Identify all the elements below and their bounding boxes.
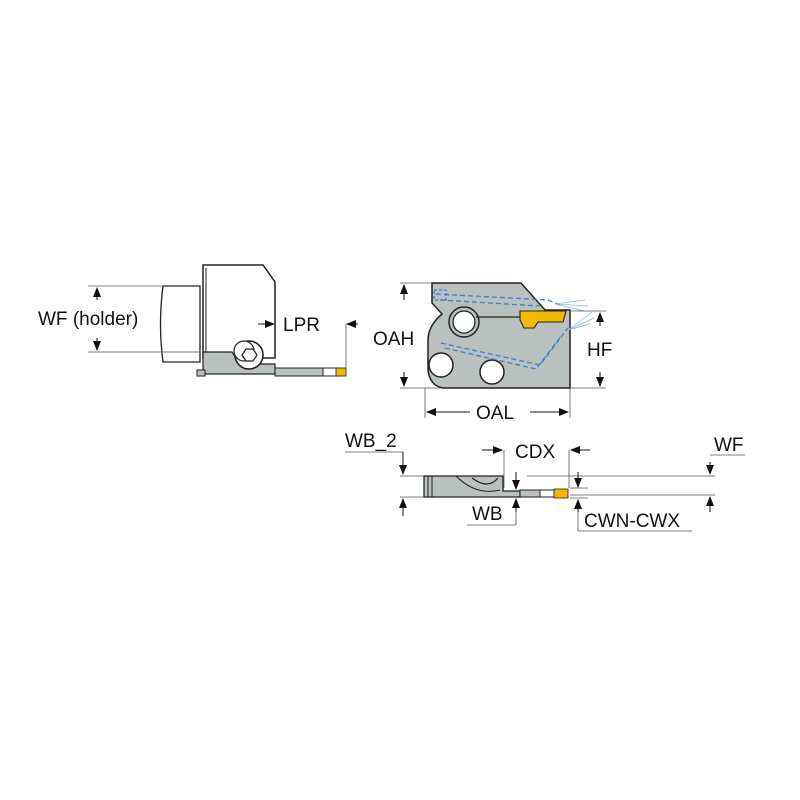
- hex-socket-icon: [241, 348, 258, 362]
- label-wb-2: WB_2: [345, 431, 397, 452]
- blade-top: [423, 475, 521, 498]
- mount-hole-1: [428, 352, 454, 378]
- label-cwn-cwx: CWN-CWX: [584, 511, 680, 532]
- label-wf: WF: [714, 435, 744, 456]
- label-hf: HF: [587, 340, 612, 361]
- insert-side: [335, 367, 347, 377]
- front-view: OAH HF OAL: [373, 282, 612, 424]
- insert-front: [519, 310, 567, 329]
- label-wb: WB: [472, 504, 503, 525]
- label-lpr: LPR: [283, 315, 320, 336]
- mount-hole-2: [479, 359, 505, 385]
- label-oah: OAH: [373, 329, 414, 350]
- insert-top: [553, 488, 569, 499]
- clamp-hole: [452, 310, 476, 334]
- holder-body: [202, 264, 276, 359]
- holder-shank: [159, 285, 201, 363]
- top-view: WB_2 CDX WB WF CWN-CWX: [345, 431, 745, 532]
- coolant-spray: [554, 299, 595, 331]
- label-wf-holder: WF (holder): [38, 309, 138, 330]
- label-cdx: CDX: [515, 442, 555, 463]
- side-view: WF (holder) LPR: [38, 264, 358, 377]
- label-oal: OAL: [476, 403, 514, 424]
